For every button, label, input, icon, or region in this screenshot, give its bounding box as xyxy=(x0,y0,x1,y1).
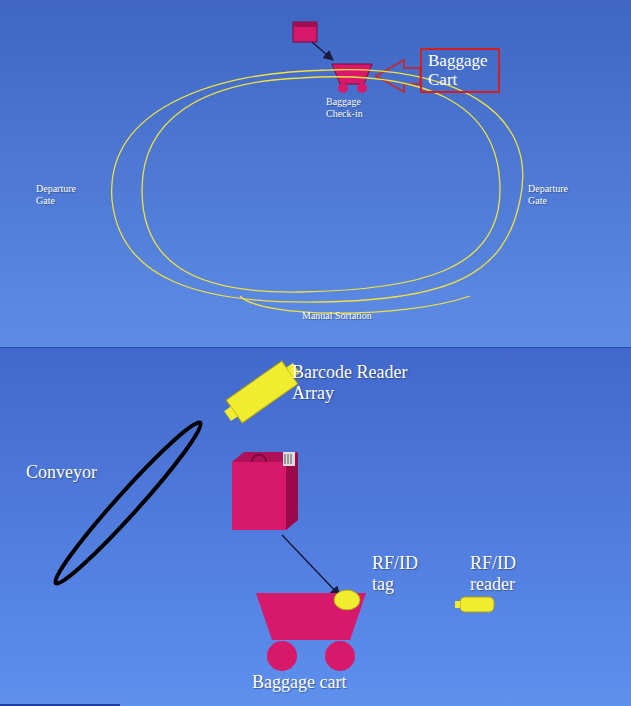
part-label: Baggage cart xyxy=(252,672,382,693)
callout-text: Baggage Cart xyxy=(428,52,492,89)
area-label: Baggage Check-in xyxy=(326,96,388,119)
area-label: Departure Gate xyxy=(36,183,86,206)
callout-box: Baggage Cart xyxy=(420,48,500,93)
part-label: RF/ID reader xyxy=(470,553,545,594)
area-label: Manual Sortation xyxy=(302,310,422,322)
part-label: RF/ID tag xyxy=(372,553,427,594)
area-label: Departure Gate xyxy=(528,183,578,206)
part-label: Barcode Reader Array xyxy=(292,362,432,403)
part-label: Conveyor xyxy=(26,462,126,483)
